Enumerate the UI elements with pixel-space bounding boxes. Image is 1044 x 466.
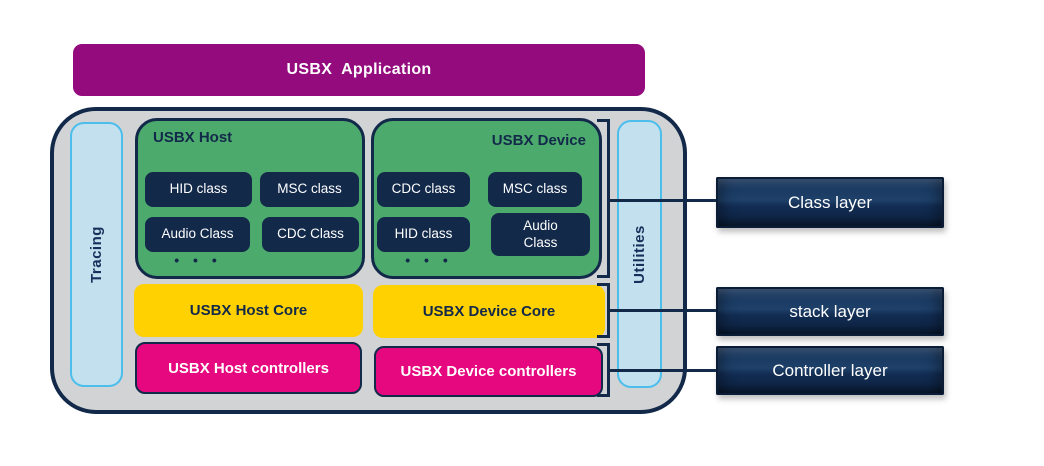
device-msc-class-chip: MSC class xyxy=(488,172,582,207)
tracing-panel: Tracing xyxy=(70,122,123,387)
usbx-device-controllers-box: USBX Device controllers xyxy=(374,346,603,397)
usbx-host-title: USBX Host xyxy=(153,129,233,146)
stack-layer-bracket-top-cap xyxy=(597,283,610,286)
utilities-label: Utilities xyxy=(631,224,648,284)
host-audio-class-chip: Audio Class xyxy=(145,217,250,252)
usbx-device-core-box: USBX Device Core xyxy=(373,285,605,338)
controller-layer-label: Controller layer xyxy=(716,346,944,395)
controller-layer-connector-line xyxy=(610,369,716,372)
stack-layer-bracket-bottom-cap xyxy=(597,335,610,338)
host-cdc-class-chip: CDC Class xyxy=(262,217,359,252)
usbx-application-banner: USBX Application xyxy=(73,44,645,96)
device-hid-class-chip: HID class xyxy=(377,217,470,252)
device-ellipsis: • • • xyxy=(405,252,453,268)
class-layer-connector-line xyxy=(610,199,716,202)
class-layer-label: Class layer xyxy=(716,177,944,228)
device-audio-class-chip: Audio Class xyxy=(491,213,590,256)
controller-layer-bracket xyxy=(607,343,610,397)
host-ellipsis: • • • xyxy=(174,252,222,268)
class-layer-bracket xyxy=(607,119,610,278)
controller-layer-bracket-bottom-cap xyxy=(597,394,610,397)
stack-layer-label: stack layer xyxy=(716,287,944,336)
usbx-host-controllers-box: USBX Host controllers xyxy=(135,342,362,394)
usbx-host-core-box: USBX Host Core xyxy=(134,284,363,337)
device-cdc-class-chip: CDC class xyxy=(377,172,470,207)
usbx-device-title: USBX Device xyxy=(491,132,586,149)
controller-layer-bracket-top-cap xyxy=(597,343,610,346)
host-msc-class-chip: MSC class xyxy=(260,172,359,207)
host-hid-class-chip: HID class xyxy=(145,172,252,207)
stack-layer-connector-line xyxy=(610,309,716,312)
class-layer-bracket-bottom-cap xyxy=(597,275,610,278)
utilities-panel: Utilities xyxy=(617,120,662,388)
tracing-label: Tracing xyxy=(88,226,106,283)
stack-layer-bracket xyxy=(607,283,610,338)
class-layer-bracket-top-cap xyxy=(597,119,610,122)
